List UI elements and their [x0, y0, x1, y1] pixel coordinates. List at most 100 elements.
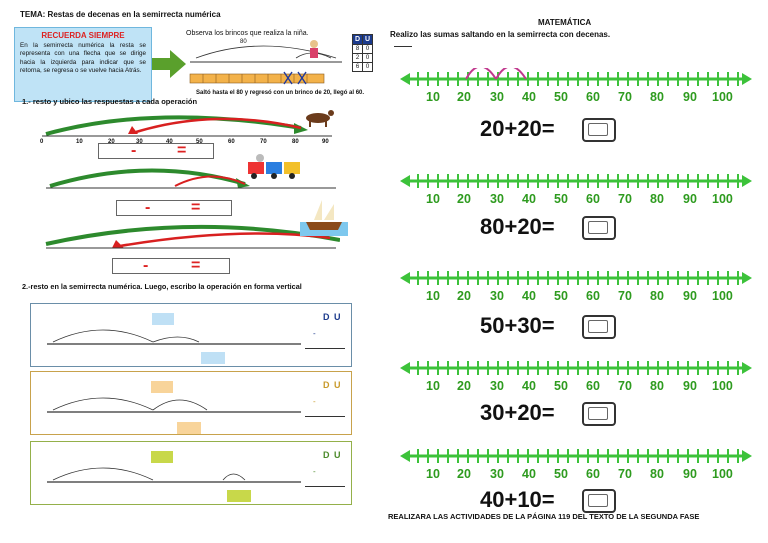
- observa-value: 80: [240, 39, 247, 45]
- panel-header: D U: [323, 450, 342, 460]
- equation-label: 20+20=: [480, 116, 555, 141]
- tick-label: 100: [712, 90, 733, 104]
- du-cell: 2: [352, 53, 363, 63]
- equals-sign: =: [191, 199, 201, 216]
- answer-box[interactable]: [582, 402, 616, 426]
- tick-label: 100: [712, 289, 733, 303]
- green-number-line: [400, 68, 752, 86]
- answer-row-3[interactable]: - =: [112, 257, 230, 274]
- tick-label: 30: [490, 192, 504, 206]
- answer-line[interactable]: [305, 416, 345, 417]
- equation-label: 50+30=: [480, 313, 555, 338]
- tick-label: 100: [712, 467, 733, 481]
- tick-label: 50: [554, 467, 568, 481]
- tick-label: 80: [292, 139, 299, 145]
- tick-label: 20: [457, 192, 471, 206]
- tick-label: 70: [618, 90, 632, 104]
- tick-label: 10: [426, 192, 440, 206]
- tick-label: 20: [108, 139, 115, 145]
- answer-box[interactable]: [582, 315, 616, 339]
- tick-label: 90: [683, 379, 697, 393]
- tick-label: 90: [683, 192, 697, 206]
- du-header-u: U: [362, 34, 373, 45]
- panel-3: D U -: [30, 441, 352, 505]
- tick-label: 70: [260, 139, 267, 145]
- answer-line[interactable]: [305, 348, 345, 349]
- tick-label: 80: [650, 192, 664, 206]
- panel-minus: -: [313, 397, 316, 406]
- minus-sign: -: [145, 199, 151, 216]
- section2-heading: 2.-resto en la semirrecta numérica. Lueg…: [22, 282, 302, 291]
- footer-note: REALIZARA LAS ACTIVIDADES DE LA PÁGINA 1…: [388, 512, 700, 521]
- tick-label: 60: [228, 139, 235, 145]
- equals-sign: =: [177, 142, 187, 159]
- tick-label: 20: [457, 379, 471, 393]
- tick-label: 40: [522, 192, 536, 206]
- tick-label: 10: [426, 90, 440, 104]
- tick-label: 90: [683, 289, 697, 303]
- tick-label: 40: [522, 379, 536, 393]
- tick-label: 70: [618, 289, 632, 303]
- tick-label: 100: [712, 379, 733, 393]
- underline-mark: [394, 46, 412, 47]
- ship-icon: [300, 200, 348, 236]
- panel3-line: [47, 451, 301, 502]
- observa-caption: Saltó hasta el 80 y regresó con un brinc…: [196, 90, 365, 96]
- tick-label: 20: [457, 467, 471, 481]
- answer-box[interactable]: [582, 118, 616, 142]
- tick-label: 30: [490, 90, 504, 104]
- tick-label: 50: [554, 192, 568, 206]
- answer-row-1[interactable]: - =: [98, 142, 214, 159]
- tick-label: 60: [586, 192, 600, 206]
- du-cell: 0: [362, 53, 373, 63]
- panel2-line: [47, 381, 301, 434]
- equation-label: 80+20=: [480, 214, 555, 239]
- train-icon: [248, 154, 300, 179]
- observa-diagram: [189, 40, 342, 85]
- recuerda-text: En la semirrecta numérica la resta se re…: [20, 42, 146, 74]
- tick-label: 10: [426, 379, 440, 393]
- green-number-line: [400, 361, 752, 375]
- equation-label: 30+20=: [480, 400, 555, 425]
- tick-label: 40: [522, 90, 536, 104]
- tick-label: 10: [426, 467, 440, 481]
- answer-box[interactable]: [582, 216, 616, 240]
- tick-label: 70: [618, 467, 632, 481]
- tick-label: 40: [522, 289, 536, 303]
- du-cell: 0: [362, 62, 373, 72]
- tick-label: 50: [554, 289, 568, 303]
- panel-header: D U: [323, 312, 342, 322]
- worksheet-title: TEMA: Restas de decenas en la semirrecta…: [20, 10, 221, 19]
- tick-label: 50: [196, 139, 203, 145]
- tick-label: 40: [166, 139, 173, 145]
- tick-label: 70: [618, 192, 632, 206]
- answer-box[interactable]: [582, 489, 616, 513]
- tick-label: 10: [426, 289, 440, 303]
- tick-label: 70: [618, 379, 632, 393]
- right-arrow-icon: [152, 50, 186, 78]
- tick-label: 30: [490, 289, 504, 303]
- equals-sign: =: [191, 257, 201, 274]
- instruction: Realizo las sumas saltando en la semirre…: [390, 30, 611, 39]
- green-number-line: [400, 271, 752, 285]
- tick-label: 80: [650, 289, 664, 303]
- answer-line[interactable]: [305, 486, 345, 487]
- recuerda-box: RECUERDA SIEMPRE En la semirrecta numéri…: [14, 27, 152, 102]
- tick-label: 60: [586, 289, 600, 303]
- horse-icon: [306, 110, 334, 127]
- du-cell: 8: [352, 44, 363, 54]
- du-cell: 0: [362, 44, 373, 54]
- tick-label: 60: [586, 379, 600, 393]
- exercise1-line: [42, 115, 332, 137]
- tick-label: 30: [490, 467, 504, 481]
- tick-label: 50: [554, 379, 568, 393]
- minus-sign: -: [131, 142, 137, 159]
- tick-label: 100: [712, 192, 733, 206]
- recuerda-title: RECUERDA SIEMPRE: [41, 31, 125, 40]
- panel-minus: -: [313, 329, 316, 338]
- tick-label: 40: [522, 467, 536, 481]
- tick-label: 60: [586, 90, 600, 104]
- answer-row-2[interactable]: - =: [116, 199, 232, 216]
- tick-label: 80: [650, 467, 664, 481]
- panel-2: D U -: [30, 371, 352, 435]
